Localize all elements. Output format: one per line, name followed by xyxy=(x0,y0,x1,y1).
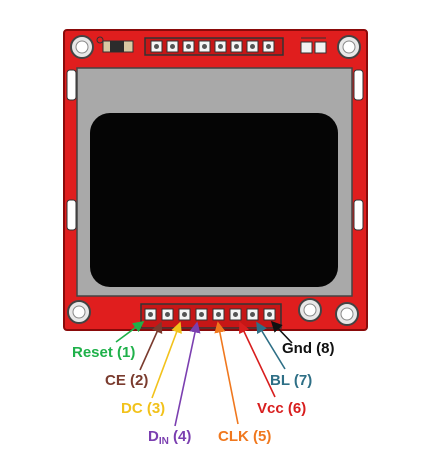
mounting-hole-top-right xyxy=(337,35,361,59)
mounting-hole-bottom-left xyxy=(67,300,91,324)
top-header xyxy=(144,37,284,56)
label-gnd: Gnd (8) xyxy=(282,340,335,357)
arrow-clk xyxy=(214,321,239,425)
resistor-component xyxy=(96,36,134,53)
label-bl: BL (7) xyxy=(270,372,312,389)
label-din: DIN (4) xyxy=(148,428,191,447)
arrow-din xyxy=(174,321,201,427)
arrow-vcc xyxy=(239,321,276,398)
bottom-header-pins xyxy=(144,308,276,321)
arrow-ce xyxy=(139,321,163,371)
lcd-screen xyxy=(90,113,338,287)
label-ce: CE (2) xyxy=(105,372,148,389)
arrow-reset xyxy=(115,321,145,343)
label-reset: Reset (1) xyxy=(72,344,135,361)
lcd-side-clips xyxy=(66,69,364,231)
label-clk: CLK (5) xyxy=(218,428,271,445)
arrow-gnd xyxy=(270,320,293,344)
label-dc: DC (3) xyxy=(121,400,165,417)
smd-pads-top-right xyxy=(300,37,327,54)
mounting-hole-bottom-right xyxy=(298,298,359,326)
label-vcc: Vcc (6) xyxy=(257,400,306,417)
arrow-bl xyxy=(256,321,286,370)
top-header-pins xyxy=(150,40,275,53)
mounting-hole-top-left xyxy=(70,35,94,59)
arrow-dc xyxy=(151,321,182,399)
